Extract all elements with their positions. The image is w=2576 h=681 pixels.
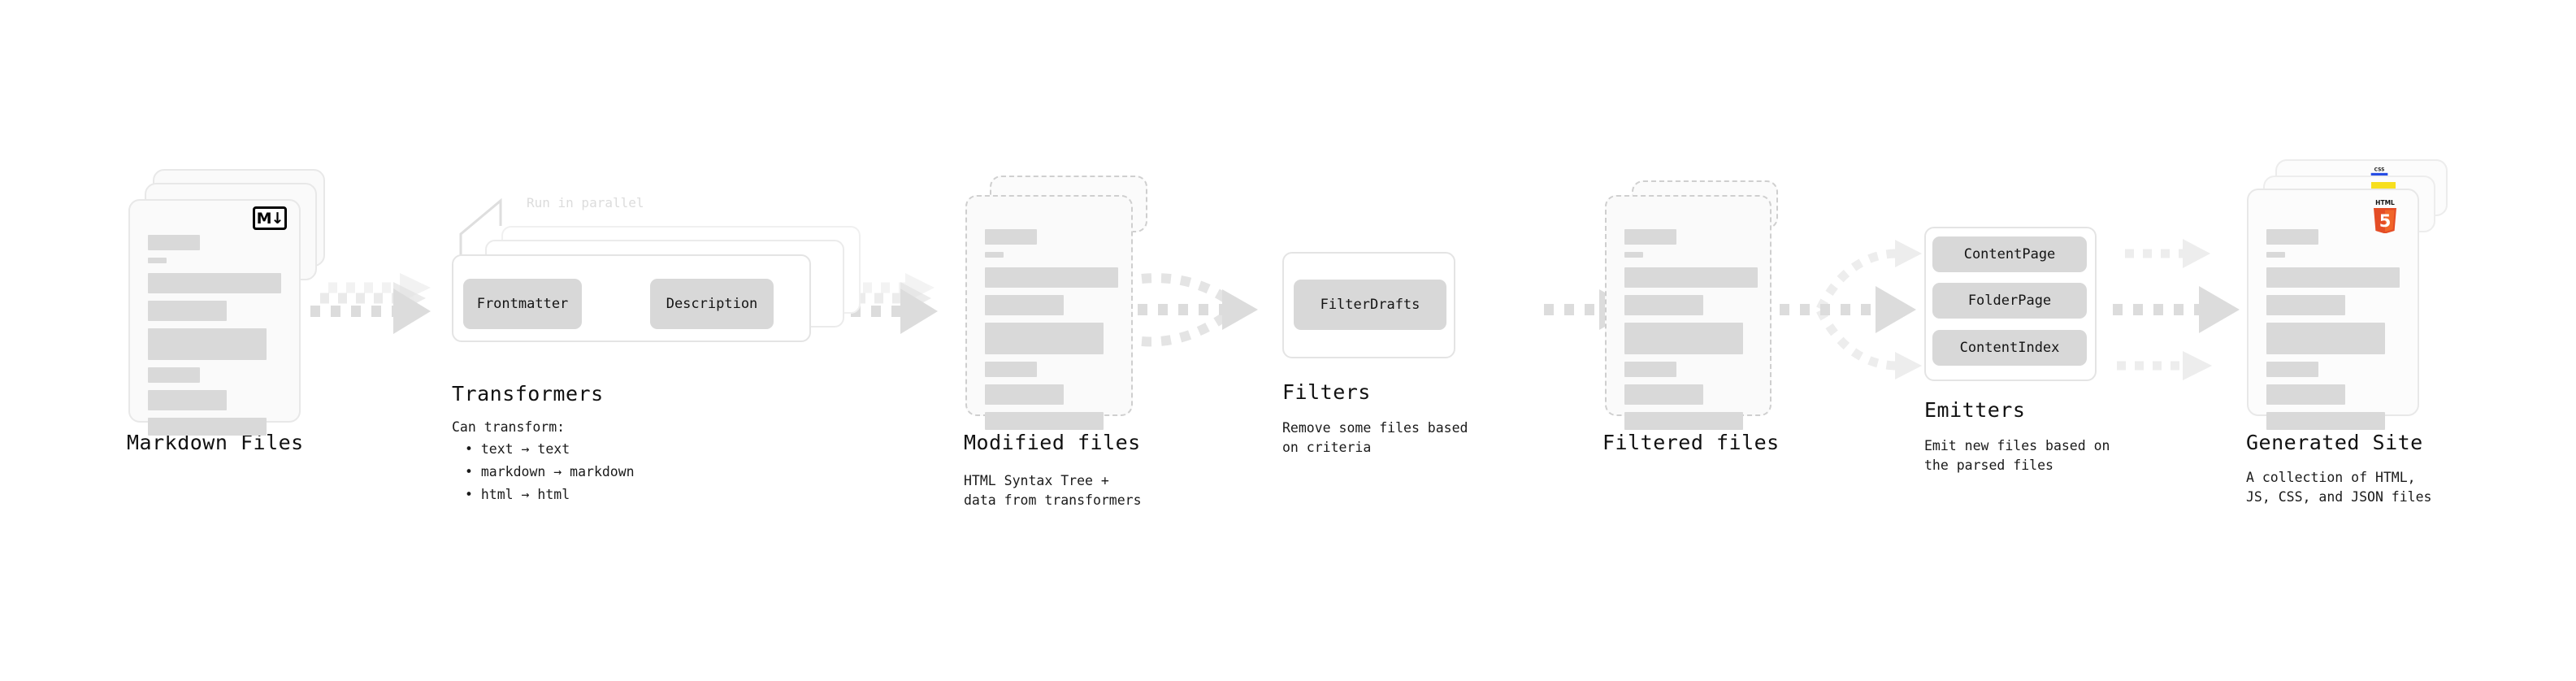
arrow-emitters-to-site: [2113, 239, 2240, 380]
chip-filterdrafts[interactable]: FilterDrafts: [1294, 280, 1446, 330]
bar: [1624, 384, 1703, 405]
bar: [148, 273, 281, 293]
bar: [148, 258, 167, 263]
chip-contentindex-label: ContentIndex: [1959, 340, 2060, 356]
arrow-filtered-to-emitters: [1780, 240, 1922, 380]
svg-text:5: 5: [2379, 211, 2392, 231]
html5-icon: HTML 5: [2374, 199, 2396, 233]
modified-placeholder-bars: [985, 229, 1118, 437]
markdown-file-card-front: [128, 199, 301, 436]
markdown-placeholder-bars: [148, 235, 286, 443]
generated-site-card-html: [2247, 189, 2419, 430]
transformers-bullet-3: • html → html: [465, 487, 570, 502]
page-title-modified-files: Modified files: [964, 431, 1141, 454]
chip-contentpage-label: ContentPage: [1963, 246, 2056, 262]
modified-file-card-front: [965, 195, 1133, 430]
bar: [148, 367, 200, 383]
bar: [1624, 229, 1676, 245]
emitters-subtitle-1: Emit new files based on: [1924, 438, 2110, 453]
bar: [2266, 412, 2385, 430]
run-in-parallel-label: Run in parallel: [527, 195, 644, 210]
chip-contentindex[interactable]: ContentIndex: [1932, 330, 2087, 366]
bar: [2266, 229, 2318, 245]
bar: [148, 418, 267, 436]
modified-files-subtitle-1: HTML Syntax Tree +: [964, 473, 1109, 488]
bar: [1624, 267, 1758, 288]
chip-frontmatter-label: Frontmatter: [476, 296, 569, 312]
transformers-bullet-2: • markdown → markdown: [465, 464, 635, 479]
bar: [2266, 323, 2385, 354]
page-title-filters: Filters: [1282, 380, 1371, 404]
chip-description[interactable]: Description: [650, 279, 774, 329]
svg-text:HTML: HTML: [2375, 199, 2395, 206]
transformers-subtitle: Can transform:: [452, 419, 566, 435]
modified-files-subtitle-2: data from transformers: [964, 492, 1142, 508]
bar: [2266, 295, 2345, 315]
bar: [985, 362, 1037, 377]
page-title-generated-site: Generated Site: [2246, 431, 2423, 454]
bar: [148, 301, 227, 321]
arrow-modified-to-filters: [1138, 273, 1258, 347]
bar: [148, 390, 227, 410]
bar: [1624, 412, 1743, 430]
chip-description-label: Description: [666, 296, 758, 312]
filters-subtitle-1: Remove some files based: [1282, 420, 1468, 436]
bar: [2266, 362, 2318, 377]
bar: [985, 323, 1104, 354]
transformers-bullet-1: • text → text: [465, 441, 570, 457]
page-title-emitters: Emitters: [1924, 398, 2026, 422]
bar: [148, 328, 267, 360]
bar: [985, 295, 1064, 315]
bar: [985, 252, 1004, 258]
chip-folderpage[interactable]: FolderPage: [1932, 283, 2087, 319]
arrow-markdown-to-transformers: [310, 273, 431, 334]
filtered-file-card-front: [1605, 195, 1772, 430]
bar: [148, 235, 200, 250]
emitters-subtitle-2: the parsed files: [1924, 458, 2053, 473]
bar: [1624, 362, 1676, 377]
generated-site-subtitle-2: JS, CSS, and JSON files: [2246, 489, 2432, 505]
chip-contentpage[interactable]: ContentPage: [1932, 236, 2087, 272]
css-icon: CSS: [2370, 168, 2388, 176]
bar: [985, 267, 1118, 288]
generated-placeholder-bars: [2266, 229, 2405, 437]
chip-frontmatter[interactable]: Frontmatter: [463, 279, 582, 329]
page-title-filtered-files: Filtered files: [1602, 431, 1780, 454]
filtered-placeholder-bars: [1624, 229, 1758, 437]
bar: [985, 384, 1064, 405]
page-title-transformers: Transformers: [452, 382, 604, 406]
bar: [2266, 267, 2400, 288]
bar: [1624, 252, 1643, 258]
markdown-icon-glyph: M↓: [256, 209, 284, 228]
svg-text:CSS: CSS: [2374, 168, 2385, 173]
chip-filterdrafts-label: FilterDrafts: [1320, 297, 1420, 313]
chip-folderpage-label: FolderPage: [1967, 293, 2052, 309]
filters-subtitle-2: on criteria: [1282, 440, 1372, 455]
bar: [2266, 384, 2345, 405]
bar: [2266, 252, 2285, 258]
bar: [985, 229, 1037, 245]
bar: [1624, 323, 1743, 354]
bar: [1624, 295, 1703, 315]
bar: [985, 412, 1104, 430]
generated-site-subtitle-1: A collection of HTML,: [2246, 470, 2416, 485]
markdown-icon: M↓: [253, 206, 287, 230]
